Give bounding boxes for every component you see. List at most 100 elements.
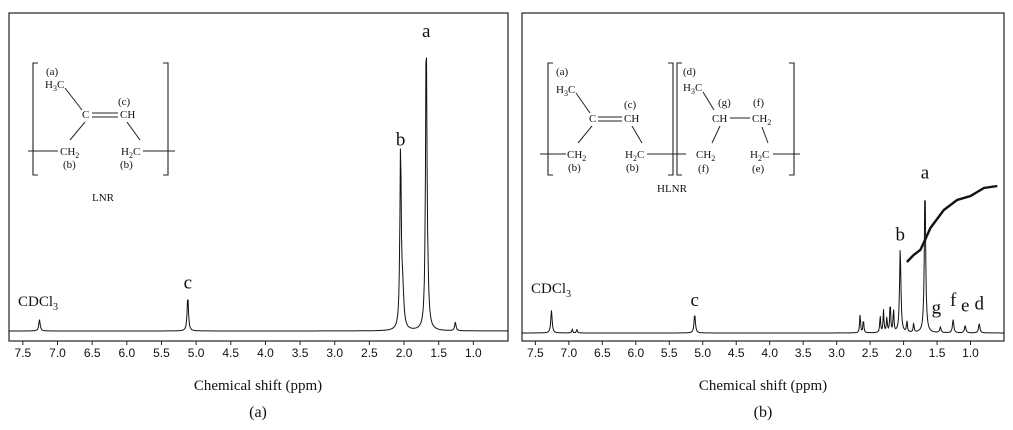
bond-ch2-h2c xyxy=(761,126,769,144)
spectrum-panel-b: 7.5 7.0 6.5 6.0 5.5 5.0 4.5 4.0 3.5 3.0 2.5 2.0 1.5 1… xyxy=(521,12,1005,421)
x-tick-label: 7.0 xyxy=(561,346,578,360)
bond-h3c-b2 xyxy=(702,91,715,111)
bond-ch-h2c xyxy=(126,121,141,141)
peak-label-b: b xyxy=(396,130,406,151)
label-d-group: (d) xyxy=(683,66,696,78)
ch2-label-b3: CH2 xyxy=(696,149,715,163)
structure-name-a: LNR xyxy=(92,192,115,204)
bracket-right-a xyxy=(163,62,169,176)
bracket-left-a xyxy=(32,62,38,176)
peak-label-b: b xyxy=(895,224,905,245)
peak-labels-a: cba xyxy=(184,21,431,294)
label-f-group-2: (f) xyxy=(698,163,709,175)
bond-h3c-b xyxy=(575,92,591,114)
bracket-right-b2 xyxy=(789,62,795,176)
ch2-label: CH2 xyxy=(60,146,79,160)
solvent-label-b: CDCl3 xyxy=(531,281,571,300)
c-label-b: C xyxy=(589,113,596,125)
x-tick-label: 1.0 xyxy=(962,346,979,360)
x-tick-label: 6.0 xyxy=(627,346,644,360)
ch2-label-b: CH2 xyxy=(567,149,586,163)
x-tick-label: 3.5 xyxy=(292,346,309,360)
x-tick-label: 7.0 xyxy=(49,346,66,360)
structure-hlnr: (a) H3C C (c) CH CH2 H2C (b) (b) (d) H3C… xyxy=(540,62,800,195)
peak-label-c: c xyxy=(690,290,698,311)
peak-label-d: d xyxy=(974,294,984,315)
peak-label-e: e xyxy=(961,295,969,316)
c-label: C xyxy=(82,109,89,121)
x-tick-label: 7.5 xyxy=(15,346,32,360)
integral-curve-b xyxy=(906,184,998,263)
x-axis-title-b: Chemical shift (ppm) xyxy=(699,378,827,394)
x-tick-label: 4.5 xyxy=(728,346,745,360)
x-tick-label: 6.5 xyxy=(594,346,611,360)
panel-label-b: (b) xyxy=(754,404,773,421)
label-b-group-b2: (b) xyxy=(626,162,639,174)
bracket-right-b1 xyxy=(668,62,674,176)
label-c-group-b: (c) xyxy=(624,99,637,111)
structure-name-b: HLNR xyxy=(657,183,688,195)
x-tick-label: 5.0 xyxy=(188,346,205,360)
structure-lnr: (a) H3C C (c) CH CH2 H2C (b) (b) LNR xyxy=(28,62,175,204)
x-tick-label: 1.5 xyxy=(929,346,946,360)
x-tick-label: 3.0 xyxy=(828,346,845,360)
h3c-label-b: H3C xyxy=(556,84,575,98)
bracket-left-b2 xyxy=(676,62,682,176)
x-tick-label: 6.5 xyxy=(84,346,101,360)
x-tick-label: 2.0 xyxy=(895,346,912,360)
label-c-group: (c) xyxy=(118,96,131,108)
x-tick-label: 4.0 xyxy=(761,346,778,360)
bond-h3c xyxy=(64,87,83,111)
x-tick-label: 2.0 xyxy=(396,346,413,360)
x-tick-label: 3.0 xyxy=(326,346,343,360)
x-tick-label: 4.5 xyxy=(222,346,239,360)
label-e-group: (e) xyxy=(752,163,765,175)
peak-label-c: c xyxy=(184,273,192,294)
bond-ch-h2c-b xyxy=(631,125,643,144)
h3c-label-b2: H3C xyxy=(683,82,702,96)
ch-label-b2: CH xyxy=(712,113,727,125)
x-tick-label: 3.5 xyxy=(795,346,812,360)
label-f-group-1: (f) xyxy=(753,97,764,109)
label-g-group: (g) xyxy=(718,97,731,109)
ch-label-b: CH xyxy=(624,113,639,125)
x-tick-label: 1.0 xyxy=(465,346,482,360)
h2c-label: H2C xyxy=(121,146,140,160)
x-tick-label: 5.5 xyxy=(661,346,678,360)
h3c-label: H3C xyxy=(45,79,64,93)
x-ticks-b: 7.5 7.0 6.5 6.0 5.5 5.0 4.5 4.0 3.5 3.0 2.5 2.0 1.5 1… xyxy=(527,341,979,360)
label-a-group-b: (a) xyxy=(556,66,569,78)
peak-label-f: f xyxy=(950,290,957,311)
x-tick-label: 2.5 xyxy=(361,346,378,360)
solvent-label-a: CDCl3 xyxy=(18,294,58,313)
ch-label: CH xyxy=(120,109,135,121)
h2c-label-b: H2C xyxy=(625,149,644,163)
x-tick-label: 6.0 xyxy=(118,346,135,360)
bond-ch-ch2-down xyxy=(711,125,721,144)
bond-c-ch2 xyxy=(69,121,86,141)
x-tick-label: 7.5 xyxy=(527,346,544,360)
x-tick-label: 5.0 xyxy=(694,346,711,360)
peak-label-a: a xyxy=(921,162,930,183)
spectrum-trace-b xyxy=(522,200,1004,334)
peak-label-g: g xyxy=(932,297,942,318)
plot-frame-b xyxy=(521,12,1005,342)
plot-frame-a xyxy=(8,12,509,342)
ch2-label-b2: CH2 xyxy=(752,113,771,127)
bond-c-ch2-b xyxy=(577,125,593,144)
x-axis-title-a: Chemical shift (ppm) xyxy=(194,378,322,394)
label-b-group-2: (b) xyxy=(120,159,133,171)
h2c-label-b2: H2C xyxy=(750,149,769,163)
label-b-group-1: (b) xyxy=(63,159,76,171)
bracket-left-b1 xyxy=(547,62,553,176)
x-tick-label: 5.5 xyxy=(153,346,170,360)
panel-label-a: (a) xyxy=(249,404,267,421)
label-a-group: (a) xyxy=(46,66,59,78)
x-tick-label: 2.5 xyxy=(862,346,879,360)
spectrum-trace-a xyxy=(9,57,508,332)
x-tick-label: 1.5 xyxy=(430,346,447,360)
